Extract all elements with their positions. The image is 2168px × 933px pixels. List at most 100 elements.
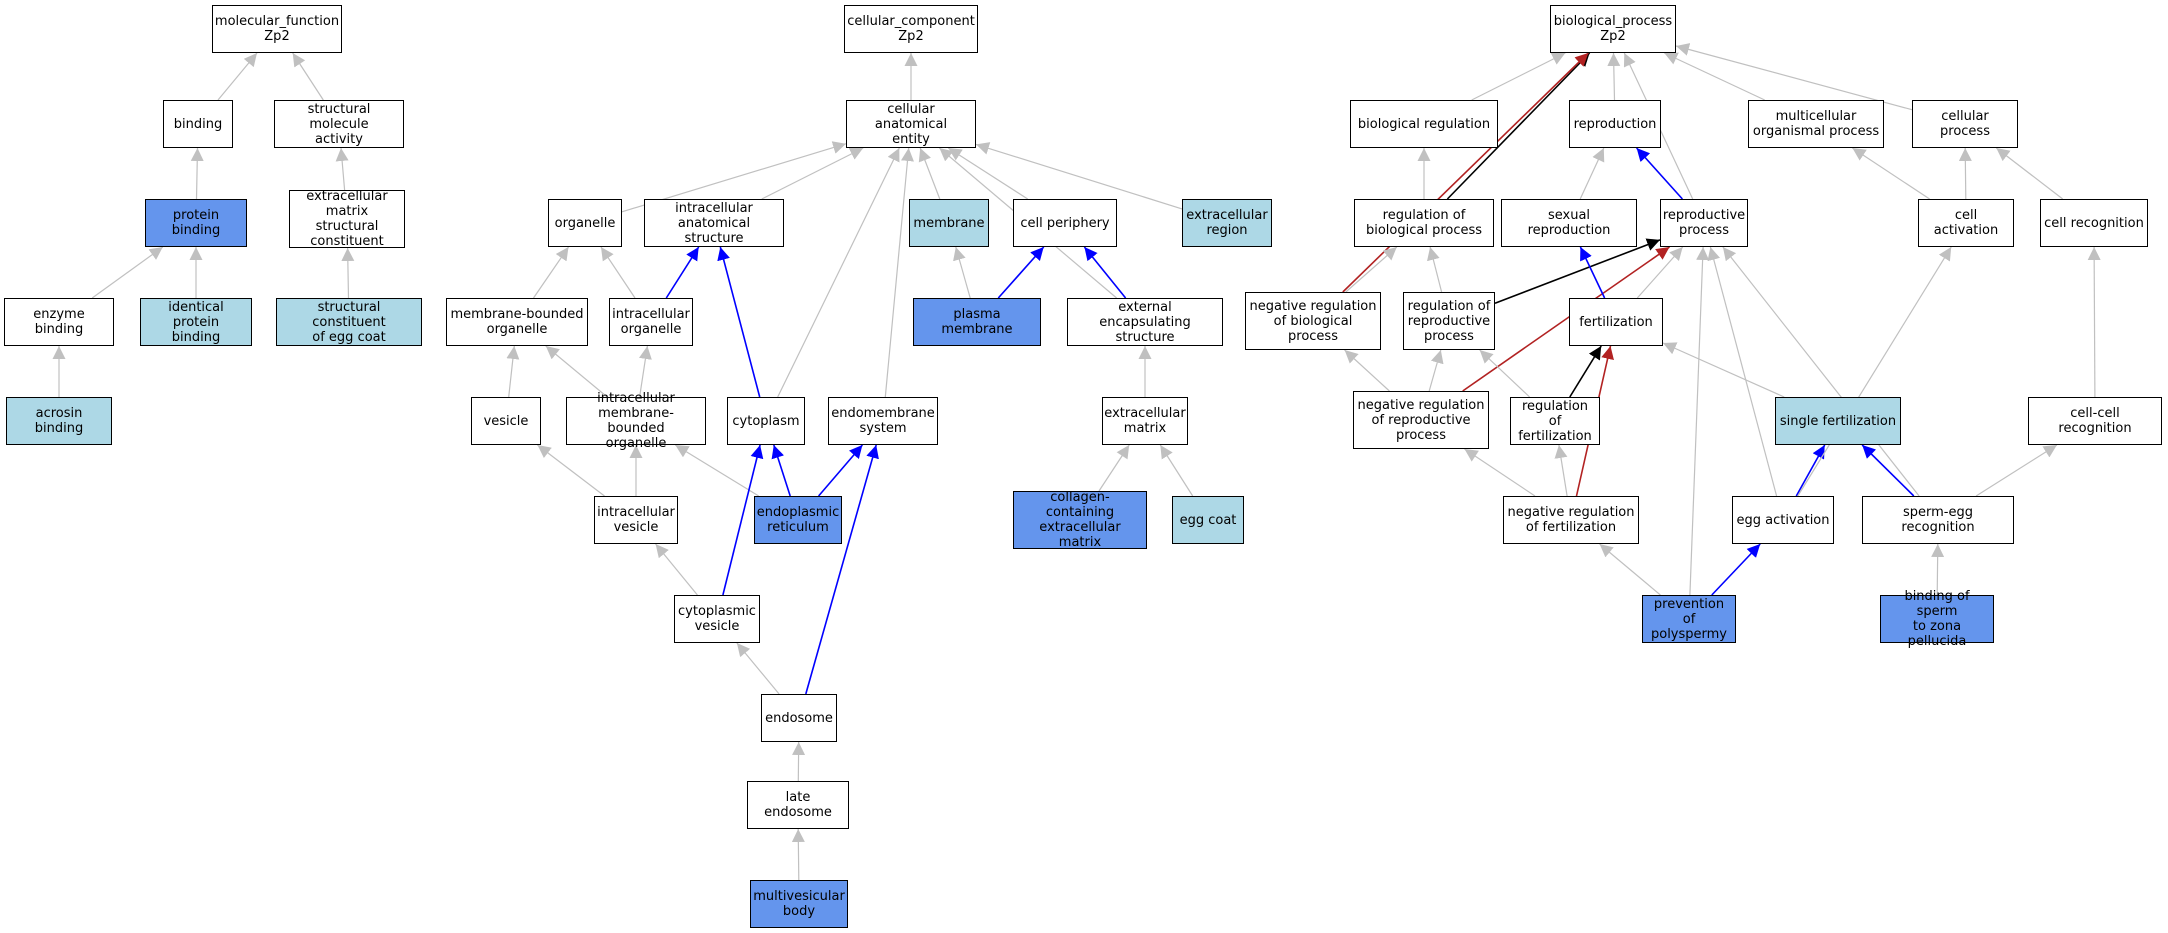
term-node-rof[interactable]: regulation of fertilization [1510, 397, 1600, 445]
term-node-organelle[interactable]: organelle [548, 199, 622, 247]
term-label: organelle [554, 215, 616, 231]
edge-prevpoly-nrof [1599, 543, 1661, 596]
term-node-nrrp[interactable]: negative regulation of reproductive proc… [1353, 391, 1489, 449]
edge-ecmsc-sma [335, 147, 349, 191]
edge-eggact-reprop [1707, 246, 1778, 497]
term-node-cellproc[interactable]: cellular process [1912, 100, 2018, 148]
edge-sperm-ccrec [1975, 444, 2058, 497]
term-node-ias[interactable]: intracellular anatomical structure [644, 199, 784, 247]
edge-ccrec-cellrec [2087, 246, 2101, 398]
term-node-cellact[interactable]: cell activation [1918, 199, 2014, 247]
term-node-repro[interactable]: reproduction [1569, 100, 1661, 148]
edge-endosome-endomem [805, 444, 879, 695]
edge-mvb-lendo [791, 828, 805, 881]
term-label: intracellular membrane-bounded organelle [597, 391, 675, 451]
term-node-enzb[interactable]: enzyme binding [4, 298, 114, 346]
edge-cellact-cellproc [1958, 147, 1972, 200]
term-label: negative regulation of biological proces… [1249, 298, 1377, 344]
term-label: endomembrane system [831, 406, 935, 436]
term-node-mf[interactable]: molecular_function Zp2 [212, 5, 342, 53]
term-node-sperm[interactable]: sperm-egg recognition [1862, 496, 2014, 544]
term-label: multicellular organismal process [1752, 109, 1880, 139]
edge-cytves-cytoplasm [722, 444, 764, 596]
term-node-eggcoat[interactable]: egg coat [1172, 496, 1244, 544]
term-label: binding of sperm to zona pellucida [1904, 589, 1970, 649]
term-node-er[interactable]: endoplasmic reticulum [754, 496, 842, 544]
term-node-exreg[interactable]: extracellular region [1182, 199, 1272, 247]
term-node-rrp[interactable]: regulation of reproductive process [1403, 292, 1495, 350]
term-node-cperiph[interactable]: cell periphery [1013, 199, 1117, 247]
term-label: structural molecule activity [307, 101, 371, 147]
term-label: late endosome [764, 790, 832, 820]
term-label: multivesicular body [753, 889, 845, 919]
term-node-ecm[interactable]: extracellular matrix [1102, 397, 1188, 445]
term-node-cytves[interactable]: cytoplasmic vesicle [674, 595, 760, 643]
edge-rrp-reprop [1494, 238, 1661, 305]
edge-io-organelle [600, 246, 636, 299]
term-node-reprop[interactable]: reproductive process [1660, 199, 1748, 247]
edge-fert-reprop [1636, 246, 1684, 299]
term-node-cae[interactable]: cellular anatomical entity [846, 100, 976, 148]
edge-sperm-singf [1861, 444, 1915, 497]
term-node-idpb[interactable]: identical protein binding [140, 298, 252, 346]
term-node-fert[interactable]: fertilization [1569, 298, 1663, 346]
term-label: negative regulation of fertilization [1507, 505, 1635, 535]
term-label: endosome [765, 710, 833, 726]
term-node-pbind[interactable]: protein binding [145, 199, 247, 247]
term-node-ecmsc[interactable]: extracellular matrix structural constitu… [289, 189, 405, 249]
term-node-bszp[interactable]: binding of sperm to zona pellucida [1880, 589, 1994, 649]
term-label: extracellular matrix structural constitu… [306, 189, 388, 249]
term-label: cellular anatomical entity [874, 101, 948, 147]
term-node-cellrec[interactable]: cell recognition [2040, 199, 2148, 247]
term-node-ees[interactable]: external encapsulating structure [1067, 298, 1223, 346]
term-node-ivesicle[interactable]: intracellular vesicle [594, 496, 678, 544]
term-node-rbp[interactable]: regulation of biological process [1354, 199, 1494, 247]
term-node-endosome[interactable]: endosome [761, 694, 837, 742]
edge-rof-fert [1569, 345, 1602, 398]
term-label: membrane [913, 215, 985, 231]
term-node-imbo[interactable]: intracellular membrane-bounded organelle [566, 391, 706, 451]
term-node-mbo[interactable]: membrane-bounded organelle [446, 298, 588, 346]
term-node-bioreg[interactable]: biological regulation [1350, 100, 1498, 148]
term-node-acro[interactable]: acrosin binding [6, 397, 112, 445]
term-node-mvb[interactable]: multivesicular body [750, 880, 848, 928]
term-node-vesicle[interactable]: vesicle [471, 397, 541, 445]
term-node-lendo[interactable]: late endosome [747, 781, 849, 829]
edge-io-ias [665, 246, 700, 299]
term-node-pm[interactable]: plasma membrane [913, 298, 1041, 346]
term-node-mop[interactable]: multicellular organismal process [1748, 100, 1884, 148]
term-label: biological_process Zp2 [1553, 14, 1673, 44]
term-label: protein binding [171, 208, 221, 238]
term-node-sma[interactable]: structural molecule activity [274, 100, 404, 148]
edge-sceg-ecmsc [341, 247, 355, 299]
term-label: reproductive process [1662, 208, 1746, 238]
edge-cytoplasm-cae [777, 147, 900, 398]
edge-cellrec-cellproc [1995, 147, 2064, 200]
edge-nrof-nrrp [1464, 448, 1536, 497]
edge-fert-sexrep [1579, 246, 1606, 299]
term-node-bp[interactable]: biological_process Zp2 [1550, 5, 1676, 53]
term-node-ccecm[interactable]: collagen-containing extracellular matrix [1013, 490, 1147, 550]
term-node-sceg[interactable]: structural constituent of egg coat [276, 298, 422, 346]
term-node-nrbp[interactable]: negative regulation of biological proces… [1245, 292, 1381, 350]
term-node-eggact[interactable]: egg activation [1732, 496, 1834, 544]
term-node-endomem[interactable]: endomembrane system [828, 397, 938, 445]
term-label: structural constituent of egg coat [312, 299, 386, 345]
term-node-cc[interactable]: cellular_component Zp2 [844, 5, 978, 53]
term-label: plasma membrane [941, 307, 1013, 337]
term-node-nrof[interactable]: negative regulation of fertilization [1503, 496, 1639, 544]
term-node-membrane[interactable]: membrane [909, 199, 989, 247]
edge-binding-mf [217, 52, 258, 101]
term-node-singf[interactable]: single fertilization [1775, 397, 1901, 445]
term-node-binding[interactable]: binding [163, 100, 233, 148]
term-node-cytoplasm[interactable]: cytoplasm [727, 397, 805, 445]
edge-nrrp-nrbp [1344, 349, 1390, 392]
edge-prevpoly-eggact [1711, 543, 1761, 596]
edge-repro-bp [1607, 52, 1621, 101]
term-node-io[interactable]: intracellular organelle [609, 298, 693, 346]
term-node-sexrep[interactable]: sexual reproduction [1501, 199, 1637, 247]
edge-rbp-bp [1446, 52, 1591, 200]
term-node-prevpoly[interactable]: prevention of polyspermy [1642, 595, 1736, 643]
term-node-ccrec[interactable]: cell-cell recognition [2028, 397, 2162, 445]
